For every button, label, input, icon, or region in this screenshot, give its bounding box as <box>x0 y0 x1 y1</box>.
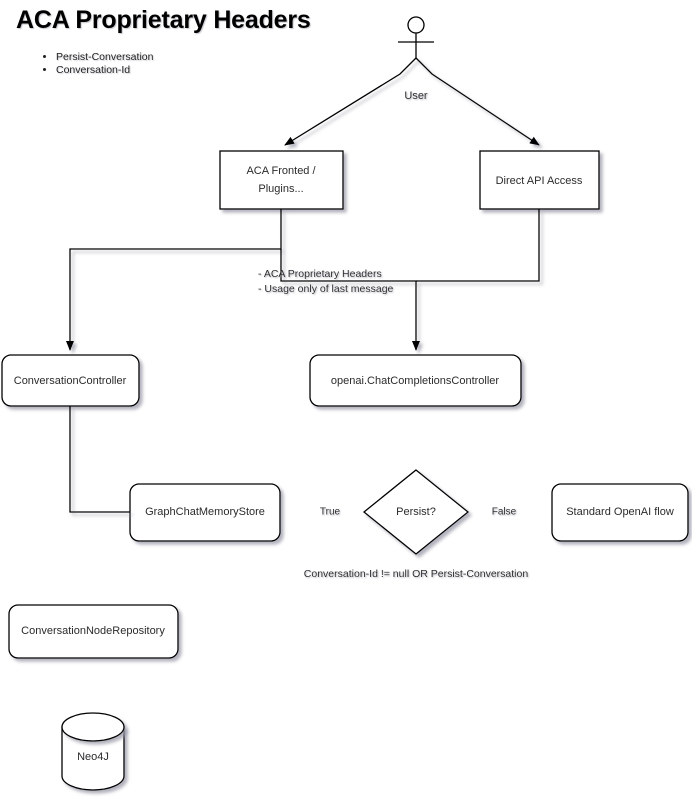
node-aca-frontend[interactable]: ACA Fronted / Plugins... <box>219 150 344 210</box>
node-standard-openai-flow[interactable]: Standard OpenAI flow <box>551 483 689 542</box>
edge-user-to-aca-frontend <box>284 57 417 146</box>
node-persist-decision[interactable]: Persist? <box>362 469 470 555</box>
edge-direct-api-to-chat-completions <box>416 209 540 282</box>
edge-aca-frontend-to-conversation-controller <box>66 209 282 351</box>
direct-api-label: Direct API Access <box>496 175 583 187</box>
headers-note: - ACA Proprietary Headers - Usage only o… <box>258 268 394 295</box>
database-cylinder-icon <box>61 712 125 791</box>
persist-decision-label: Persist? <box>396 506 436 518</box>
edge-conversation-controller-to-repository <box>69 406 130 603</box>
headers-note-line2: - Usage only of last message <box>258 283 394 295</box>
edge-persist-false: False <box>468 504 549 519</box>
actor-label: User <box>404 90 428 102</box>
edge-aca-frontend-to-chat-completions <box>280 249 420 351</box>
headers-note-line1: - ACA Proprietary Headers <box>258 268 382 280</box>
user-actor-icon <box>398 16 434 58</box>
node-direct-api-access[interactable]: Direct API Access <box>479 150 600 210</box>
bullet-item: Conversation-Id <box>56 64 153 77</box>
standard-openai-flow-label: Standard OpenAI flow <box>566 506 674 518</box>
chat-completions-controller-label: openai.ChatCompletionsController <box>331 375 499 387</box>
aca-frontend-label-line2: Plugins... <box>258 183 303 195</box>
persist-true-label: True <box>320 507 341 518</box>
conversation-node-repository-label: ConversationNodeRepository <box>21 625 165 637</box>
node-chat-completions-controller[interactable]: openai.ChatCompletionsController <box>309 354 522 407</box>
persist-condition-caption: Conversation-Id != null OR Persist-Conve… <box>304 568 529 580</box>
node-conversation-controller[interactable]: ConversationController <box>1 354 140 407</box>
conversation-controller-label: ConversationController <box>14 375 127 387</box>
node-conversation-node-repository[interactable]: ConversationNodeRepository <box>8 604 179 659</box>
header-bullet-list: Persist-Conversation Conversation-Id <box>38 51 153 77</box>
aca-frontend-label-line1: ACA Fronted / <box>246 165 316 177</box>
edge-persist-true: True <box>284 504 364 519</box>
neo4j-label: Neo4J <box>77 751 109 763</box>
node-graph-chat-memory-store[interactable]: GraphChatMemoryStore <box>129 483 281 542</box>
graph-chat-memory-store-label: GraphChatMemoryStore <box>145 506 265 518</box>
bullet-item: Persist-Conversation <box>56 51 153 64</box>
edge-user-to-direct-api <box>415 57 540 146</box>
persist-false-label: False <box>492 507 517 518</box>
node-neo4j[interactable]: Neo4J <box>61 712 125 791</box>
page-title: ACA Proprietary Headers <box>16 6 311 34</box>
